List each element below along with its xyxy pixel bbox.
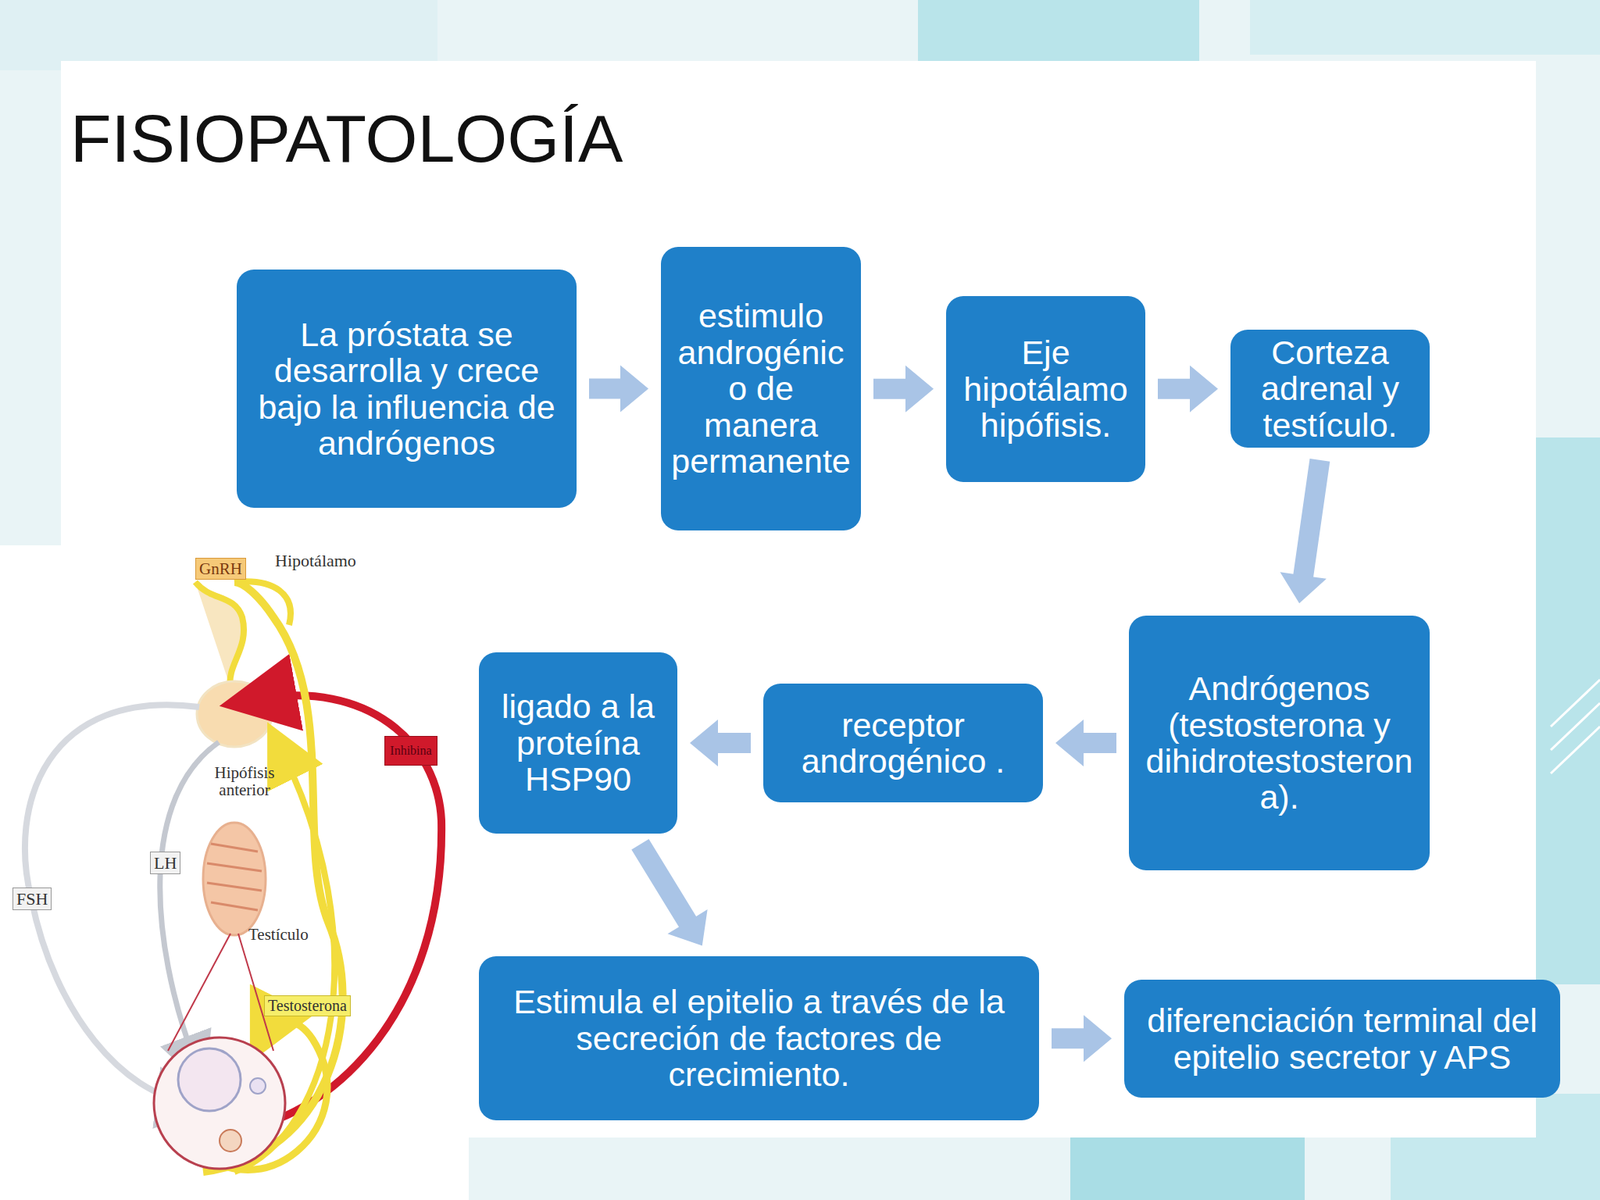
- box-text: diferenciación terminal del epitelio sec…: [1132, 1002, 1553, 1075]
- process-box: ligado a la proteína HSP90: [478, 652, 678, 834]
- zoom-line: [238, 933, 274, 1051]
- testis-shape: [203, 822, 266, 936]
- box-text: Corteza adrenal y testículo.: [1238, 334, 1422, 443]
- deco-block: [1070, 1137, 1305, 1200]
- process-box: receptor androgénico .: [763, 683, 1043, 803]
- block-arrow: [631, 839, 708, 947]
- deco-line: [1550, 679, 1600, 727]
- deco-block: [0, 0, 438, 71]
- hypothalamus-shape: [195, 582, 244, 688]
- block-arrow: [1051, 1014, 1112, 1062]
- block-arrow: [689, 719, 751, 767]
- illustration-label: Inhibina: [384, 735, 438, 766]
- process-box: La próstata se desarrolla y crece bajo l…: [236, 269, 577, 508]
- illustration-label: Testosterona: [264, 995, 351, 1017]
- block-arrow: [1055, 719, 1117, 767]
- illustration-label: Testículo: [248, 925, 309, 943]
- deco-block: [1250, 0, 1600, 55]
- hormone-axis-illustration: [0, 545, 469, 1200]
- cell-detail: [250, 1078, 266, 1094]
- box-text: ligado a la proteína HSP90: [486, 688, 670, 797]
- tubule-zoom: [153, 1037, 286, 1169]
- zoom-line: [167, 933, 231, 1051]
- process-box: diferenciación terminal del epitelio sec…: [1124, 979, 1561, 1098]
- illustration-label: GnRH: [195, 557, 247, 580]
- process-box: Estimula el epitelio a través de la secr…: [478, 956, 1040, 1121]
- block-arrow: [1157, 365, 1218, 413]
- cell-detail: [219, 1129, 242, 1152]
- deco-block: [917, 0, 1200, 61]
- illustration-label: Hipotálamo: [275, 551, 357, 570]
- block-arrow: [1280, 458, 1331, 604]
- box-text: Eje hipotálamo hipófisis.: [953, 334, 1138, 443]
- box-text: Andrógenos (testosterona y dihidrotestos…: [1136, 670, 1422, 816]
- deco-line: [1550, 703, 1600, 750]
- pituitary-gland: [196, 681, 272, 747]
- deco-line: [1550, 726, 1600, 774]
- illustration-background: [0, 545, 469, 1200]
- block-arrow: [873, 365, 934, 413]
- tubule-detail: [178, 1048, 241, 1111]
- box-text: estimulo androgénico de manera permanent…: [668, 297, 854, 479]
- illustration-label: FSH: [12, 887, 52, 911]
- illustration-label: LH: [150, 851, 181, 875]
- process-box: Eje hipotálamo hipófisis.: [946, 296, 1146, 483]
- process-box: Corteza adrenal y testículo.: [1230, 329, 1430, 448]
- process-box: Andrógenos (testosterona y dihidrotestos…: [1128, 615, 1430, 871]
- testis-detail: [207, 843, 262, 911]
- box-text: receptor androgénico .: [771, 707, 1036, 780]
- slide-title: FISIOPATOLOGÍA: [70, 100, 623, 178]
- illustration-label: Hipófisis anterior: [209, 764, 280, 799]
- block-arrow: [589, 365, 649, 413]
- box-text: La próstata se desarrolla y crece bajo l…: [244, 316, 569, 462]
- process-box: estimulo androgénico de manera permanent…: [660, 246, 861, 531]
- deco-block: [1535, 437, 1600, 985]
- box-text: Estimula el epitelio a través de la secr…: [486, 983, 1032, 1093]
